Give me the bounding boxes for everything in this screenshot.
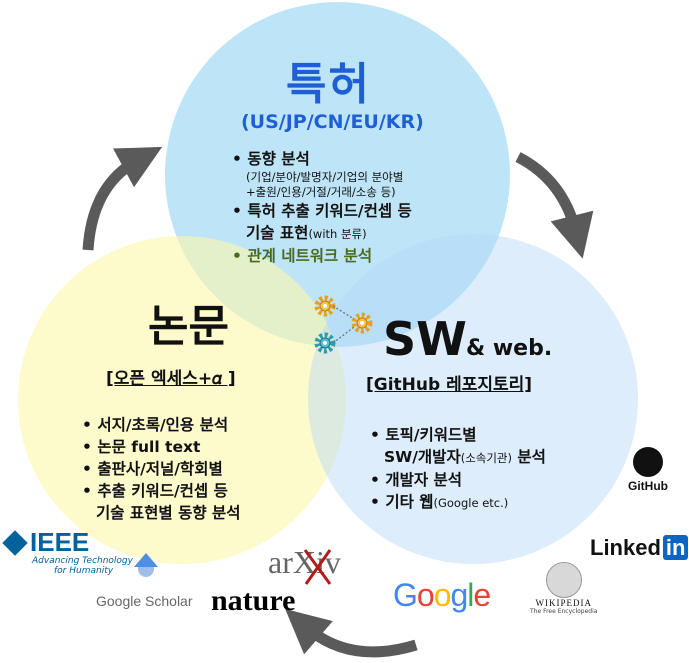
list-item-label: 기술 표현 <box>246 224 309 242</box>
gear-icon-teal <box>314 332 336 354</box>
github-octocat-icon <box>633 447 663 477</box>
patent-list: • 동향 분석 (기업/분야/발명자/기업의 분야별 +출원/인용/거절/거래/… <box>232 148 412 267</box>
list-item-note: (소속기관) <box>460 451 512 465</box>
list-item: • 서지/초록/인용 분석 <box>82 416 229 434</box>
list-item-label: 출판사/저널/학회별 <box>97 460 223 478</box>
graduation-cap-icon <box>134 553 158 567</box>
list-item-cont: 기술 표현(with 분류) <box>232 222 412 245</box>
list-item-label: SW/개발자 <box>384 448 461 466</box>
globe-icon <box>545 562 582 598</box>
arrow-bottom-left <box>285 609 418 658</box>
list-item-label: 관계 네트워크 분석 <box>247 247 373 265</box>
list-item-cont: 기술 표현별 동향 분석 <box>96 504 241 522</box>
list-item-label: 토픽/키워드별 <box>385 426 477 444</box>
sw-title: SW <box>383 312 467 366</box>
patent-title: 특허 <box>286 59 371 110</box>
list-item: • 논문 full text <box>82 438 201 456</box>
list-item: • 동향 분석 <box>232 150 310 168</box>
wikipedia-logo: Wikipedia The Free Encyclopedia <box>530 562 597 615</box>
list-item-label: 분석 <box>512 448 546 466</box>
graduation-cap-base-icon <box>138 567 154 577</box>
list-item-label: 논문 full text <box>97 438 201 456</box>
list-item: • 추출 키워드/컨셉 등 <box>82 482 228 500</box>
list-item-sub: +출원/인용/거절/거래/소송 등) <box>246 185 396 199</box>
google-logo: Google <box>393 577 491 613</box>
sw-title-suffix: & web. <box>466 336 553 361</box>
list-item-note: (Google etc.) <box>433 496 509 510</box>
patent-subtitle: (US/JP/CN/EU/KR) <box>241 111 424 133</box>
ieee-logo: IEEE Advancing Technology for Humanity <box>2 527 133 576</box>
list-item: • 토픽/키워드별 <box>370 426 477 444</box>
list-item-label: 개발자 분석 <box>385 471 463 489</box>
list-item: • 개발자 분석 <box>370 471 463 489</box>
gear-icon-yellow <box>351 312 373 334</box>
list-item-cont: SW/개발자(소속기관) 분석 <box>370 446 546 469</box>
nature-logo: nature <box>211 584 296 617</box>
list-item-label: 서지/초록/인용 분석 <box>97 416 229 434</box>
sw-subtitle: [GitHub 레포지토리] <box>366 375 533 395</box>
list-item-label: 기타 웹 <box>385 493 434 511</box>
sw-circle <box>308 234 638 564</box>
list-item: • 특허 추출 키워드/컨셉 등 <box>232 202 412 220</box>
list-item-label: 동향 분석 <box>247 150 310 168</box>
paper-list: • 서지/초록/인용 분석 • 논문 full text • 출판사/저널/학회… <box>82 414 241 524</box>
sw-list: • 토픽/키워드별 SW/개발자(소속기관) 분석 • 개발자 분석 • 기타 … <box>370 424 546 514</box>
list-item: • 출판사/저널/학회별 <box>82 460 223 478</box>
list-item: • 기타 웹(Google etc.) <box>370 493 509 511</box>
arxiv-logo: arXiv <box>268 544 341 580</box>
list-item: • 관계 네트워크 분석 <box>232 247 373 265</box>
list-item-sub: (기업/분야/발명자/기업의 분야별 <box>246 170 404 184</box>
paper-subtitle: [오픈 엑세스+𝛼 ] <box>106 369 236 389</box>
arrow-right-down <box>515 152 594 259</box>
list-item-note: (with 분류) <box>308 227 367 241</box>
ieee-diamond-icon <box>2 529 28 556</box>
github-logo: GitHub <box>628 447 668 493</box>
list-item-label: 특허 추출 키워드/컨셉 등 <box>247 202 412 220</box>
arrow-left-up <box>82 146 163 251</box>
paper-title: 논문 <box>148 301 229 352</box>
gear-icon-orange <box>314 295 336 317</box>
google-scholar-logo: Google Scholar <box>96 553 193 609</box>
list-item-label: 추출 키워드/컨셉 등 <box>97 482 228 500</box>
paper-circle <box>18 236 346 564</box>
